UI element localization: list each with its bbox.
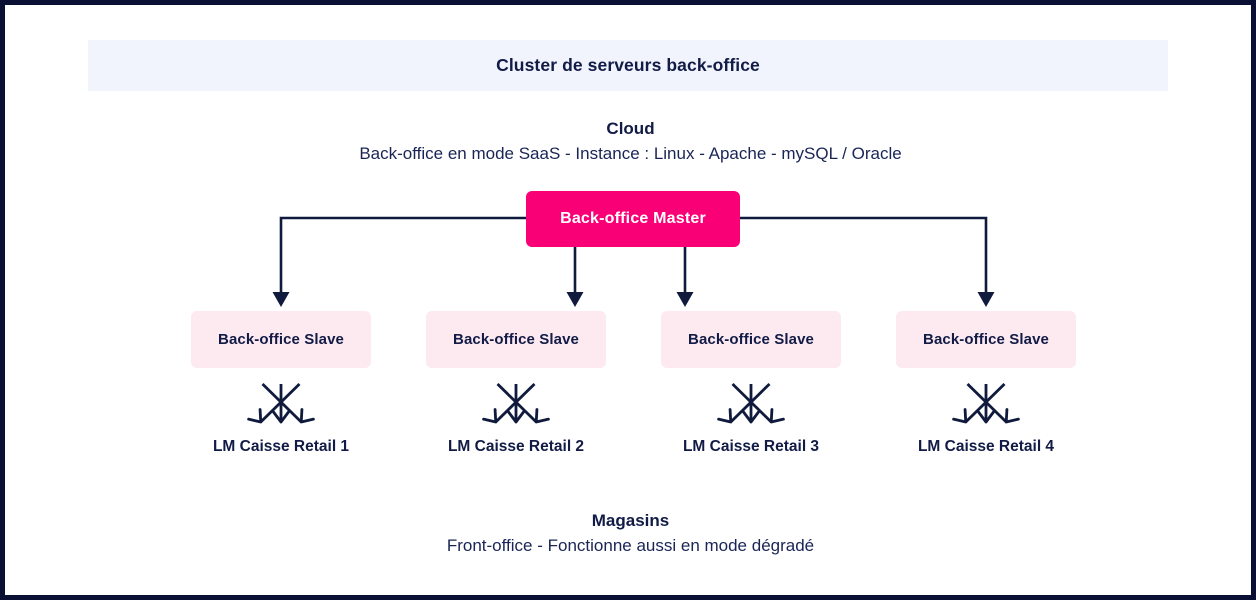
master-label: Back-office Master [560,210,706,227]
slave-label: Back-office Slave [923,331,1049,348]
slave-label: Back-office Slave [453,331,579,348]
node-lm-caisse-retail-2: LM Caisse Retail 2 [447,438,585,455]
node-lm-caisse-retail-1: LM Caisse Retail 1 [212,438,350,455]
fanout-edge-slave-2-1 [494,383,536,423]
cloud-caption-block: Cloud Back-office en mode SaaS - Instanc… [5,118,1251,166]
node-lm-caisse-retail-4: LM Caisse Retail 4 [917,438,1055,455]
edge-master-to-slave-1 [279,216,526,294]
cloud-title: Cloud [606,119,655,138]
node-back-office-slave-2[interactable]: Back-office Slave [426,311,606,368]
fanout-edge-slave-1-3 [261,383,303,423]
slave-label: Back-office Slave [218,331,344,348]
arrowhead-slave-2 [566,292,584,307]
arrowhead-slave-3 [676,292,694,307]
connector-arrows-layer [247,216,1020,424]
fanout-edge-slave-3-1 [729,383,771,423]
node-back-office-slave-1[interactable]: Back-office Slave [191,311,371,368]
slave-label: Back-office Slave [688,331,814,348]
magasins-title: Magasins [591,511,670,530]
node-lm-caisse-retail-3: LM Caisse Retail 3 [682,438,820,455]
cluster-banner-label: Cluster de serveurs back-office [496,55,760,75]
arrowhead-slave-4 [977,292,995,307]
node-back-office-slave-3[interactable]: Back-office Slave [661,311,841,368]
arrowhead-slave-1 [272,292,290,307]
fanout-edge-slave-1-1 [259,383,301,423]
fanout-edge-slave-4-1 [964,383,1006,423]
node-back-office-master[interactable]: Back-office Master [526,191,740,247]
edge-master-to-slave-4 [740,216,988,294]
fanout-edge-slave-3-3 [731,383,773,423]
cluster-banner: Cluster de serveurs back-office [88,40,1168,91]
cloud-subtitle: Back-office en mode SaaS - Instance : Li… [359,144,902,163]
node-back-office-slave-4[interactable]: Back-office Slave [896,311,1076,368]
magasins-caption-block: Magasins Front-office - Fonctionne aussi… [5,510,1251,558]
fanout-edge-slave-4-3 [966,383,1008,423]
magasins-subtitle: Front-office - Fonctionne aussi en mode … [446,536,815,555]
fanout-edge-slave-2-3 [496,383,538,423]
